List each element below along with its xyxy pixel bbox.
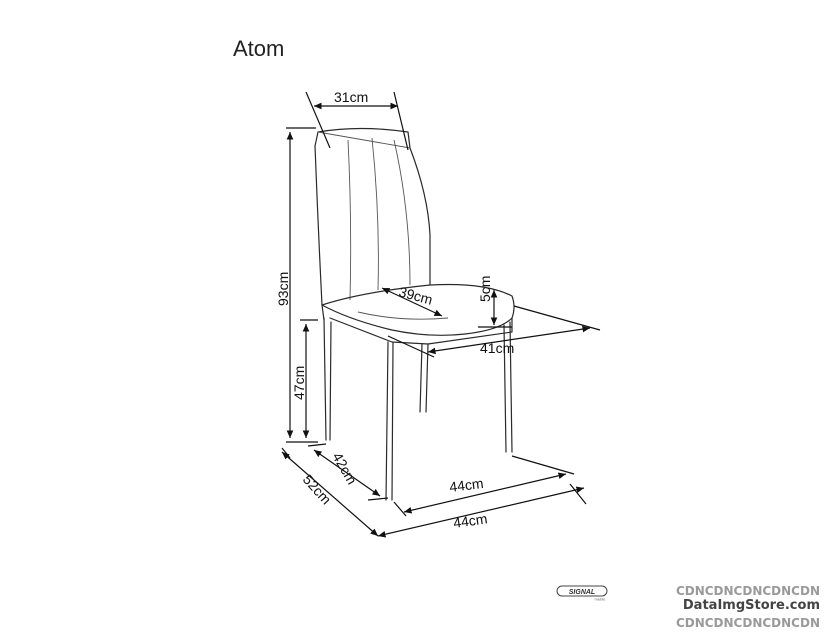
label-seat-thickness: 5cm [477, 276, 493, 302]
label-seat-height: 47cm [291, 366, 307, 400]
watermark-line-1: CDNCDNCDNCDNCDN [675, 584, 820, 598]
label-total-depth: 52cm [300, 471, 335, 507]
watermark-line-3: CDNCDNCDNCDNCDN [675, 616, 820, 630]
label-total-width: 44cm [452, 510, 488, 531]
brand-sub: meble [595, 597, 607, 602]
label-total-height: 93cm [275, 272, 291, 306]
signal-logo: SIGNAL meble [556, 585, 608, 601]
dimension-labels: 31cm 93cm 47cm 39cm 5cm 41cm 42cm 44cm 5… [275, 89, 514, 531]
dimension-lines [281, 91, 601, 538]
product-title: Atom [233, 36, 285, 61]
label-leg-depth: 42cm [329, 450, 360, 488]
label-leg-width: 44cm [448, 475, 484, 495]
chair-outline [314, 127, 515, 501]
brand-name: SIGNAL [569, 589, 595, 596]
watermark-line-2: DataImgStore.com [682, 598, 820, 613]
label-seat-width: 41cm [480, 340, 514, 356]
label-back-width: 31cm [334, 89, 368, 105]
